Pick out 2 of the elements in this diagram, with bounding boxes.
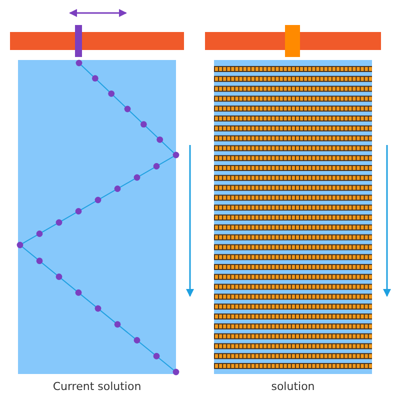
caption-text: solution [270,380,316,393]
caption-text: Current solution [52,380,142,393]
